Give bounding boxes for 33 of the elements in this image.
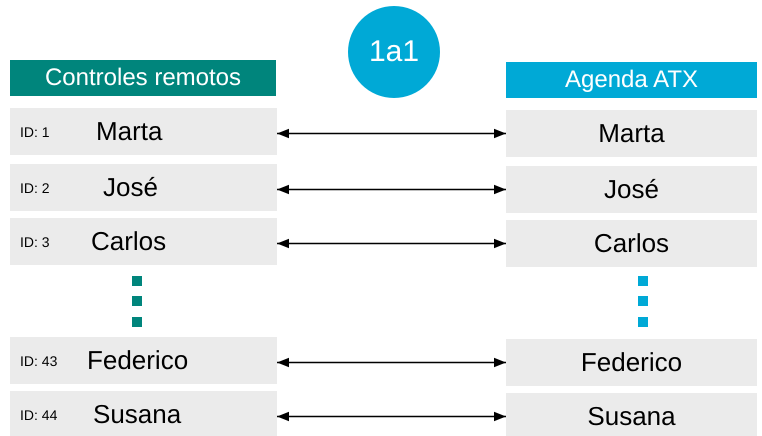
name-label: Carlos [91, 226, 166, 257]
name-label: Marta [96, 116, 162, 147]
record-row [506, 166, 757, 213]
name-label: Marta [598, 118, 665, 149]
name-label: Carlos [594, 228, 670, 259]
record-row [10, 164, 277, 211]
record-row [10, 337, 277, 384]
double-arrow [277, 128, 506, 138]
double-arrow [277, 238, 506, 248]
double-arrow [277, 184, 506, 194]
record-row [506, 110, 757, 157]
record-row [10, 218, 277, 265]
id-label: ID: 44 [20, 406, 58, 422]
record-row [10, 391, 277, 436]
id-label: ID: 2 [20, 180, 50, 196]
name-label: Federico [87, 345, 188, 376]
name-label: José [604, 174, 659, 205]
name-label: José [103, 172, 158, 203]
double-arrow [277, 412, 506, 422]
id-label: ID: 3 [20, 234, 50, 250]
double-arrow [277, 358, 506, 368]
column-header: Controles remotos [10, 60, 276, 96]
name-label: Federico [580, 347, 682, 378]
record-row [506, 220, 757, 267]
id-label: ID: 1 [20, 124, 50, 140]
mapping-badge: 1a1 [348, 6, 440, 98]
record-row [506, 339, 757, 386]
id-label: ID: 43 [20, 352, 58, 368]
name-label: Susana [93, 399, 182, 430]
name-label: Susana [587, 401, 676, 432]
column-header: Agenda ATX [506, 62, 757, 98]
record-row [10, 108, 277, 155]
record-row [506, 393, 757, 436]
